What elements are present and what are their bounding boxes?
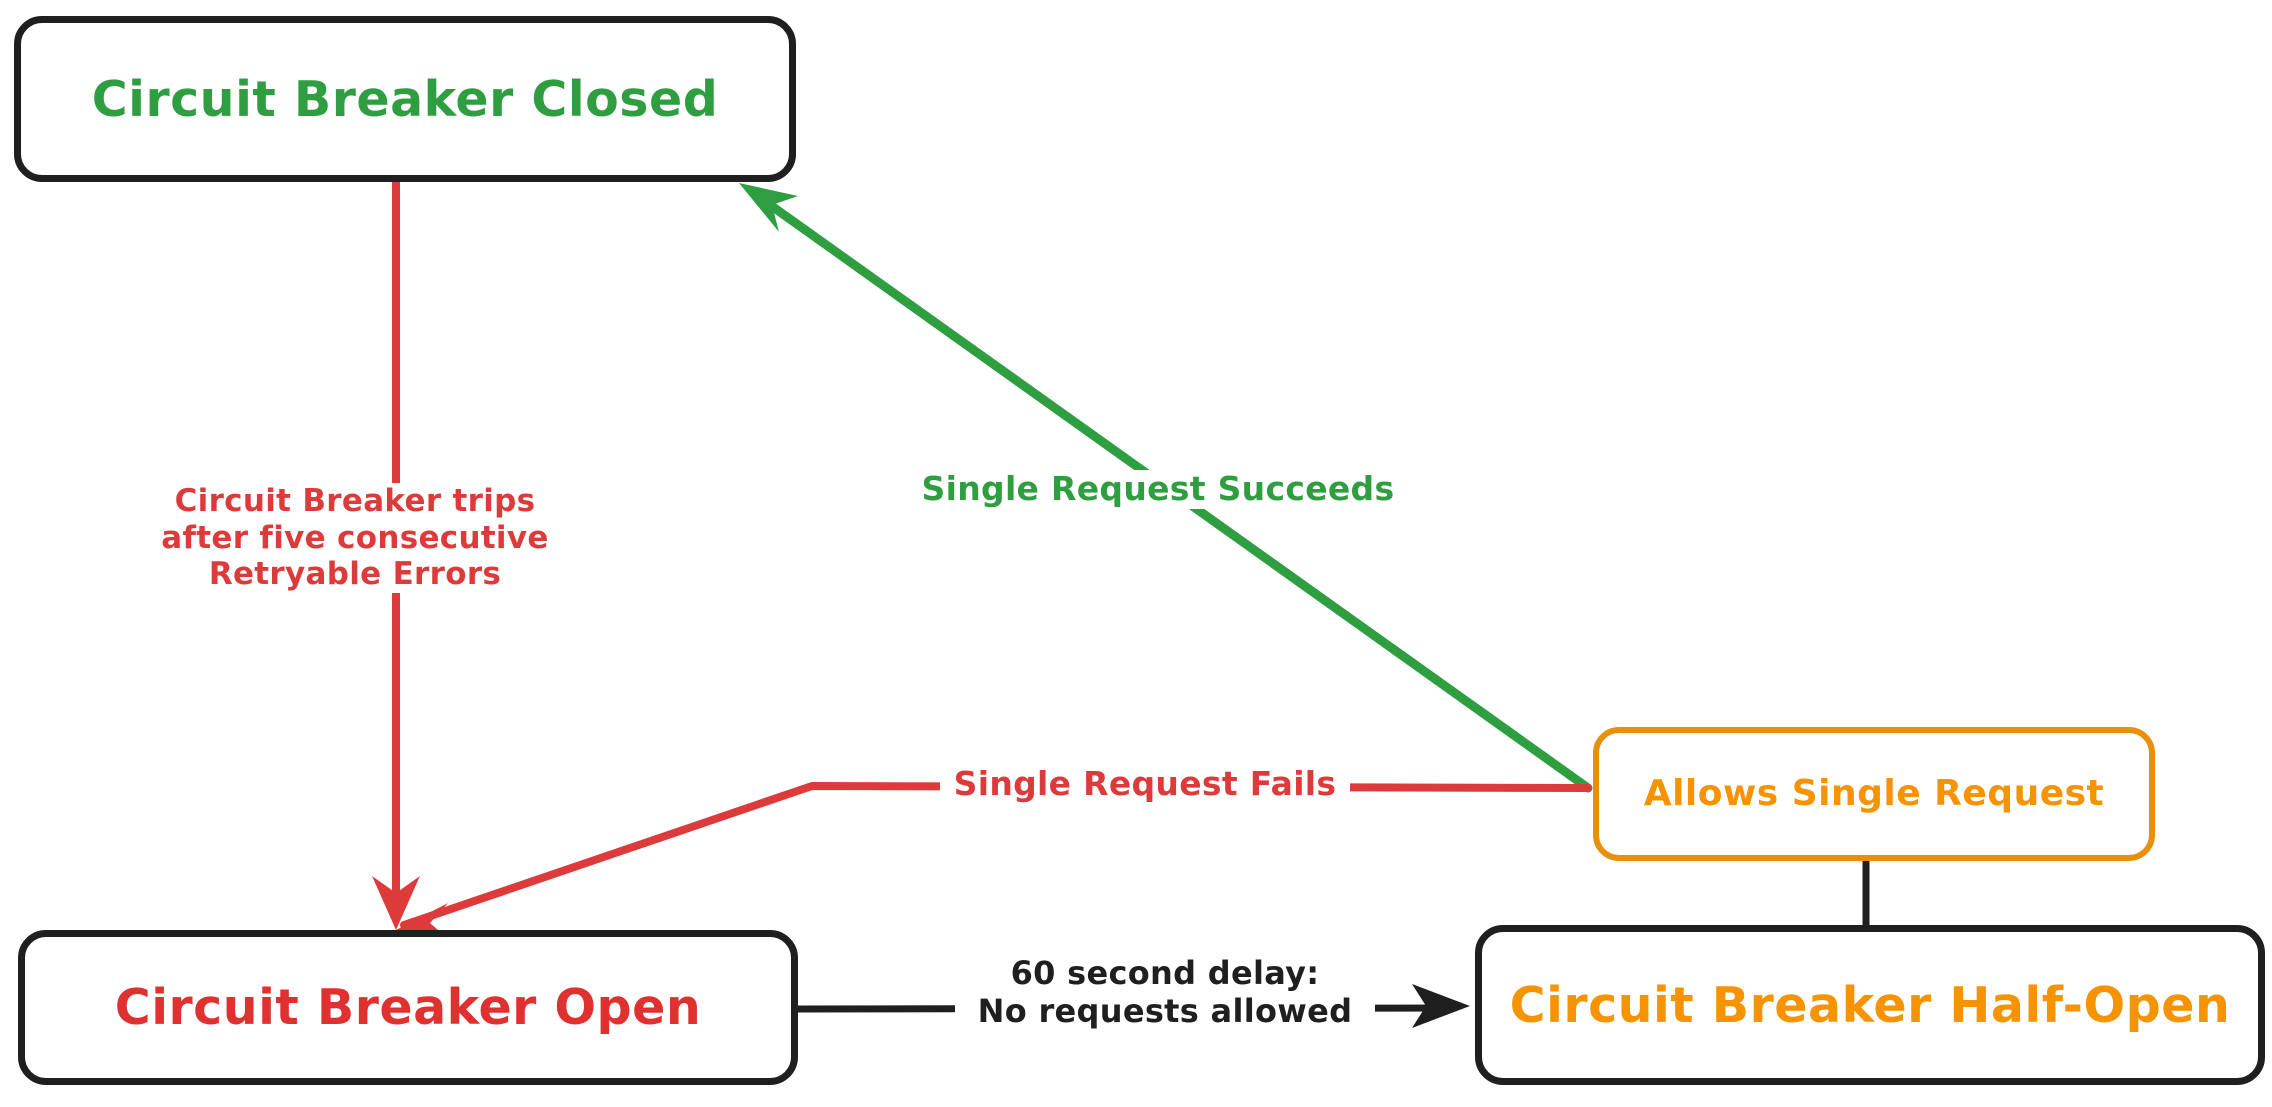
- state-node-label-open: Circuit Breaker Open: [114, 979, 702, 1036]
- arrowhead-black-right: [1412, 984, 1470, 1028]
- state-node-label-allows: Allows Single Request: [1643, 773, 2105, 814]
- edge-open-to-half-open: [797, 984, 1470, 1028]
- arrowhead-green-up-left: [739, 183, 798, 232]
- state-node-label-closed: Circuit Breaker Closed: [91, 70, 719, 128]
- state-node-allows-single-request[interactable]: Allows Single Request: [1593, 727, 2155, 861]
- edge-closed-to-open: [372, 181, 420, 930]
- state-node-circuit-breaker-half-open[interactable]: Circuit Breaker Half-Open: [1475, 925, 2265, 1085]
- edge-allows-to-closed: [739, 183, 1593, 793]
- arrowhead-red-down-left: [396, 903, 448, 937]
- arrowhead-red-down: [372, 876, 420, 930]
- state-node-circuit-breaker-open[interactable]: Circuit Breaker Open: [18, 930, 798, 1085]
- state-node-label-half-open: Circuit Breaker Half-Open: [1509, 976, 2231, 1034]
- edge-allows-to-open: [396, 782, 1592, 937]
- state-node-circuit-breaker-closed[interactable]: Circuit Breaker Closed: [14, 16, 796, 182]
